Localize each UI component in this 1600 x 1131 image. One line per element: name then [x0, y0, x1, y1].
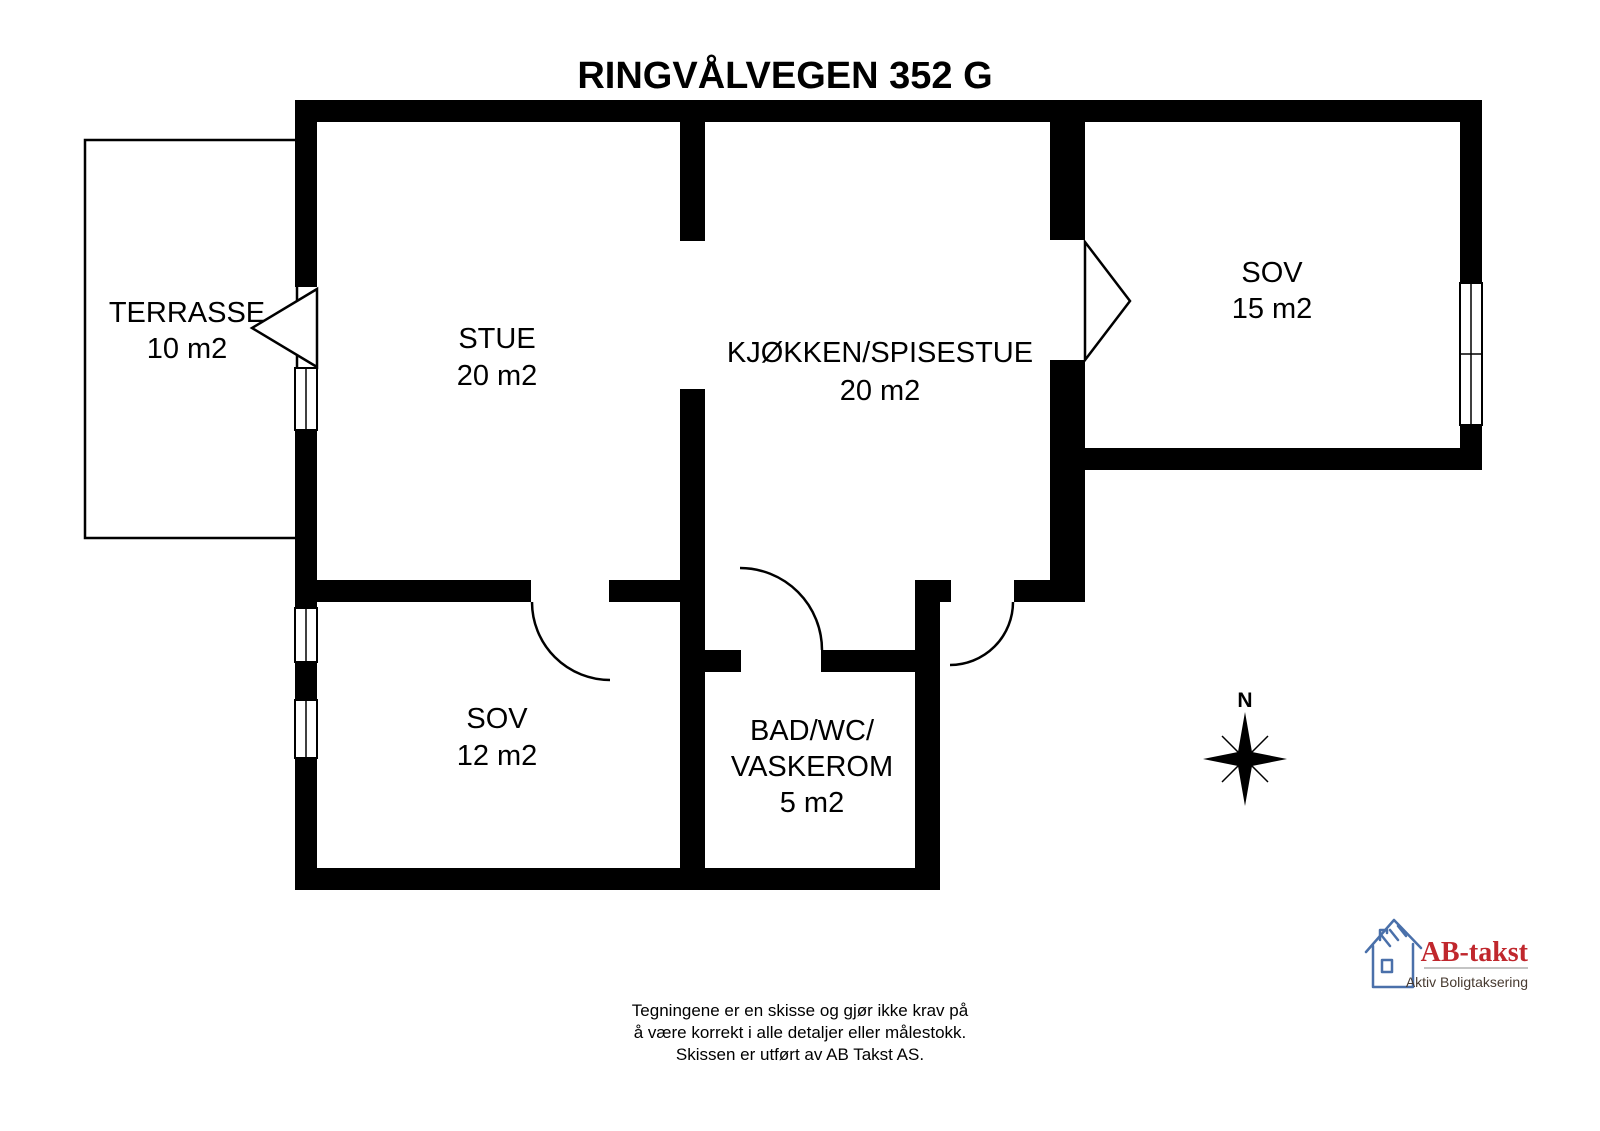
logo-tagline: Aktiv Boligtaksering — [1406, 974, 1528, 990]
opening-terrasse — [249, 286, 319, 370]
room-name-bad-line2: VASKEROM — [731, 751, 893, 783]
doors — [530, 566, 1015, 682]
door-arc-sov12 — [530, 601, 611, 682]
room-name-kjokken: KJØKKEN/SPISESTUE — [727, 337, 1033, 369]
disclaimer-line-1: Tegningene er en skisse og gjør ikke kra… — [632, 1001, 969, 1020]
page-title: RINGVÅLVEGEN 352 G — [577, 53, 992, 97]
disclaimer-line-3: Skissen er utført av AB Takst AS. — [676, 1045, 924, 1064]
room-area-bad: 5 m2 — [780, 787, 844, 819]
logo: AB-takst Aktiv Boligtaksering — [1364, 918, 1529, 990]
room-name-sov15: SOV — [1241, 257, 1303, 289]
compass-north-label: N — [1237, 689, 1252, 712]
walls — [295, 100, 1482, 890]
room-area-kjokken: 20 m2 — [840, 375, 921, 407]
room-area-sov15: 15 m2 — [1232, 293, 1313, 325]
disclaimer-line-2: å være korrekt i alle detaljer eller mål… — [634, 1023, 967, 1042]
jambs — [529, 239, 1016, 672]
windows — [294, 282, 1483, 759]
room-area-sov12: 12 m2 — [457, 740, 538, 772]
logo-brand: AB-takst — [1421, 937, 1529, 968]
compass: N — [1203, 689, 1287, 806]
room-area-stue: 20 m2 — [457, 360, 538, 392]
door-arc-bad — [739, 566, 824, 651]
room-name-terrasse: TERRASSE — [109, 297, 265, 329]
opening-symbols — [249, 238, 1132, 370]
room-name-bad-line1: BAD/WC/ — [750, 715, 875, 747]
opening-sov15 — [1083, 238, 1132, 364]
room-labels: TERRASSE 10 m2 STUE 20 m2 KJØKKEN/SPISES… — [109, 257, 1312, 819]
compass-star-icon — [1203, 712, 1287, 806]
terrace-outline — [83, 138, 299, 540]
room-area-terrasse: 10 m2 — [147, 333, 228, 365]
disclaimer: Tegningene er en skisse og gjør ikke kra… — [632, 1001, 969, 1064]
room-name-stue: STUE — [458, 323, 535, 355]
house-icon — [1364, 918, 1423, 989]
room-name-sov12: SOV — [466, 703, 528, 735]
door-arc-entrance — [949, 601, 1015, 667]
